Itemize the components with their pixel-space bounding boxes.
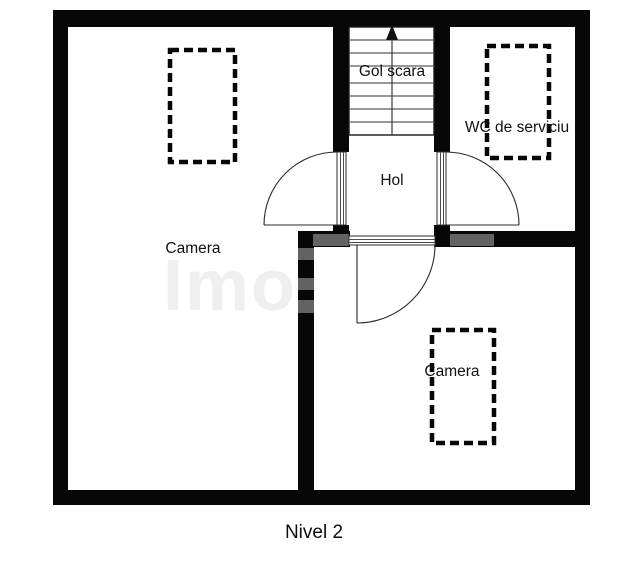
wall-hol-left-upper [333,27,349,152]
void-rect-wc [484,43,552,161]
wall-camera-divider [298,231,314,490]
watermark-bands [298,234,494,313]
room-label-wc-serviciu: WC de serviciu [465,119,569,136]
door-hol-camera-left [263,151,347,226]
plan-caption: Nivel 2 [285,522,343,543]
room-labels: Camera Hol Gol scara WC de serviciu Came… [165,63,569,380]
room-label-camera-bottom: Camera [424,363,480,380]
wall-hol-right-upper [434,27,450,152]
wall-hol-right-lower [434,225,450,247]
void-markers [167,43,552,446]
interior-walls [298,27,575,490]
room-label-gol-scara: Gol scara [359,63,426,80]
room-label-hol: Hol [380,172,403,189]
watermark-text: Imo [163,246,297,326]
door-hol-wc [436,151,520,226]
room-label-camera-left: Camera [165,240,221,257]
stair-up-arrow-icon [386,25,398,40]
stair-run [348,25,435,136]
watermark: Imo [163,246,297,326]
void-rect-camera-bottom [429,327,497,446]
door-hol-camera-bottom [348,235,436,324]
void-rect-top-left [167,47,238,165]
